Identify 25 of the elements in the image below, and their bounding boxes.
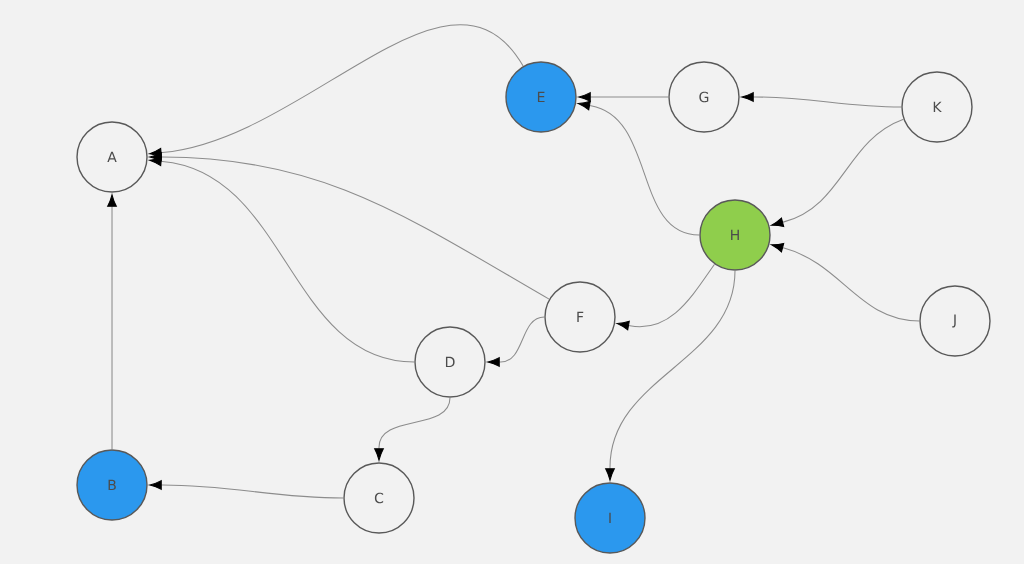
graph-node: K xyxy=(901,71,973,143)
arrow xyxy=(771,118,904,227)
arrow xyxy=(149,24,524,158)
arrow xyxy=(616,263,716,331)
arrow xyxy=(149,152,550,300)
arrow xyxy=(107,194,117,450)
graph-node: J xyxy=(919,285,991,357)
arrow xyxy=(149,156,415,363)
arrow xyxy=(741,92,902,108)
graph-node: D xyxy=(414,326,486,398)
arrow xyxy=(149,480,344,499)
arrow xyxy=(605,270,736,481)
arrow xyxy=(487,316,545,367)
graph-node: E xyxy=(505,61,577,133)
arrow xyxy=(374,397,451,461)
graph-node: I xyxy=(574,482,646,554)
graph-node: A xyxy=(76,121,148,193)
graph-node: H xyxy=(699,199,771,271)
graph-node: C xyxy=(343,462,415,534)
graph-node: F xyxy=(544,281,616,353)
graph-node: B xyxy=(76,449,148,521)
arrow xyxy=(771,243,920,322)
arrow xyxy=(577,100,700,236)
graph-node: G xyxy=(668,61,740,133)
arrow xyxy=(578,92,669,102)
